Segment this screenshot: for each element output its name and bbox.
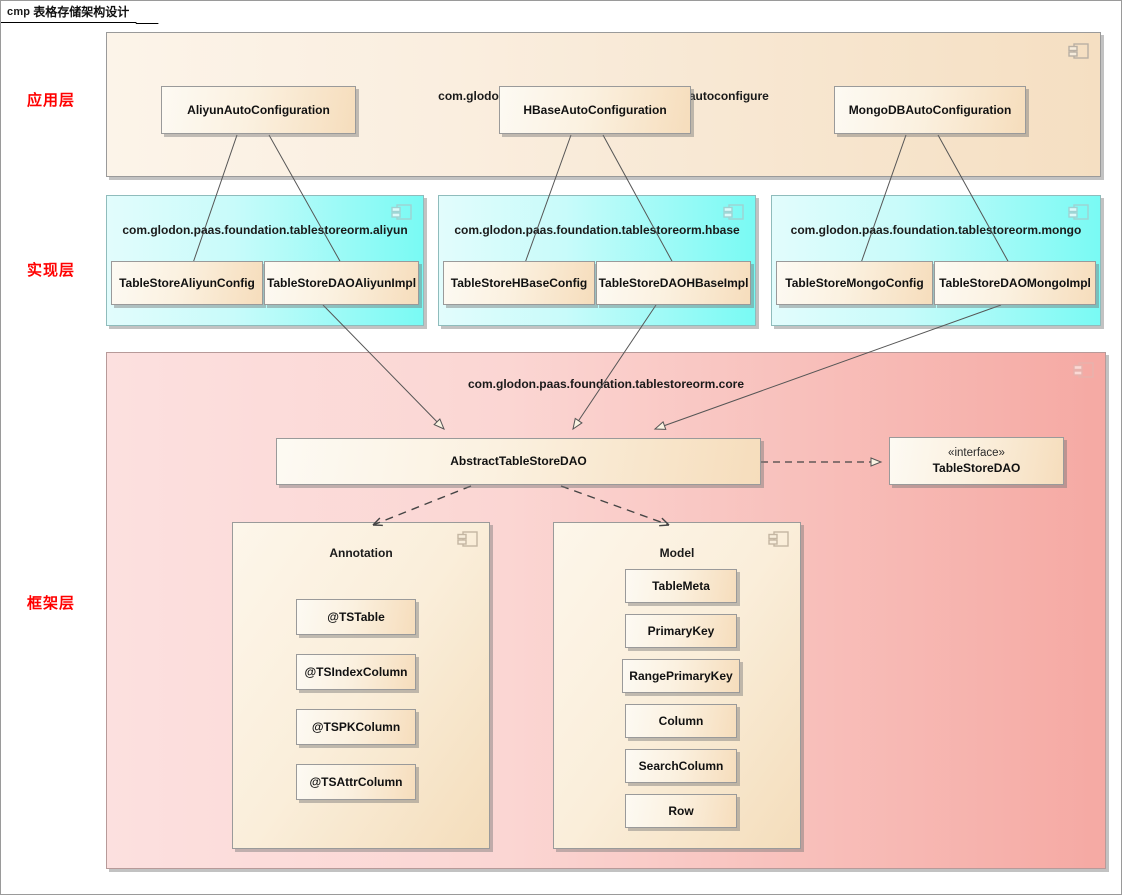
component-icon bbox=[768, 531, 789, 547]
component-ts-index-column[interactable]: @TSIndexColumn bbox=[296, 654, 416, 690]
component-primary-key[interactable]: PrimaryKey bbox=[625, 614, 737, 648]
interface-name: TableStoreDAO bbox=[932, 460, 1021, 475]
component-row[interactable]: Row bbox=[625, 794, 737, 828]
component-table-store-mongo-config[interactable]: TableStoreMongoConfig bbox=[776, 261, 933, 305]
package-title-core: com.glodon.paas.foundation.tablestoreorm… bbox=[467, 377, 745, 391]
component-icon bbox=[723, 204, 744, 220]
component-table-store-dao-hbase-impl[interactable]: TableStoreDAOHBaseImpl bbox=[596, 261, 751, 305]
package-title-model: Model bbox=[659, 546, 695, 560]
diagram-frame-tab: cmp 表格存储架构设计 bbox=[1, 1, 157, 23]
package-title-mongo: com.glodon.paas.foundation.tablestoreorm… bbox=[790, 223, 1082, 237]
component-aliyun-auto-configuration[interactable]: AliyunAutoConfiguration bbox=[161, 86, 356, 134]
component-column[interactable]: Column bbox=[625, 704, 737, 738]
component-table-store-aliyun-config[interactable]: TableStoreAliyunConfig bbox=[111, 261, 263, 305]
component-abstract-table-store-dao[interactable]: AbstractTableStoreDAO bbox=[276, 438, 761, 485]
component-icon bbox=[457, 531, 478, 547]
component-hbase-auto-configuration[interactable]: HBaseAutoConfiguration bbox=[499, 86, 691, 134]
component-table-meta[interactable]: TableMeta bbox=[625, 569, 737, 603]
component-mongodb-auto-configuration[interactable]: MongoDBAutoConfiguration bbox=[834, 86, 1026, 134]
component-search-column[interactable]: SearchColumn bbox=[625, 749, 737, 783]
layer-label-implementation: 实现层 bbox=[27, 262, 76, 279]
component-ts-attr-column[interactable]: @TSAttrColumn bbox=[296, 764, 416, 800]
layer-label-application: 应用层 bbox=[27, 92, 76, 109]
interface-stereotype: «interface» bbox=[948, 447, 1005, 460]
component-icon bbox=[1068, 204, 1089, 220]
frame-keyword: cmp bbox=[7, 5, 31, 18]
component-table-store-dao-aliyun-impl[interactable]: TableStoreDAOAliyunImpl bbox=[264, 261, 419, 305]
package-title-aliyun: com.glodon.paas.foundation.tablestoreorm… bbox=[122, 223, 408, 237]
component-ts-table[interactable]: @TSTable bbox=[296, 599, 416, 635]
package-title-hbase: com.glodon.paas.foundation.tablestoreorm… bbox=[454, 223, 740, 237]
layer-label-framework: 框架层 bbox=[27, 595, 76, 612]
component-range-primary-key[interactable]: RangePrimaryKey bbox=[622, 659, 740, 693]
package-title-annotation: Annotation bbox=[329, 546, 393, 560]
component-icon bbox=[1068, 43, 1089, 59]
component-interface-table-store-dao[interactable]: «interface» TableStoreDAO bbox=[889, 437, 1064, 485]
component-icon bbox=[1073, 362, 1094, 378]
component-table-store-dao-mongo-impl[interactable]: TableStoreDAOMongoImpl bbox=[934, 261, 1096, 305]
component-icon bbox=[391, 204, 412, 220]
frame-title: 表格存储架构设计 bbox=[33, 5, 130, 19]
component-table-store-hbase-config[interactable]: TableStoreHBaseConfig bbox=[443, 261, 595, 305]
component-ts-pk-column[interactable]: @TSPKColumn bbox=[296, 709, 416, 745]
